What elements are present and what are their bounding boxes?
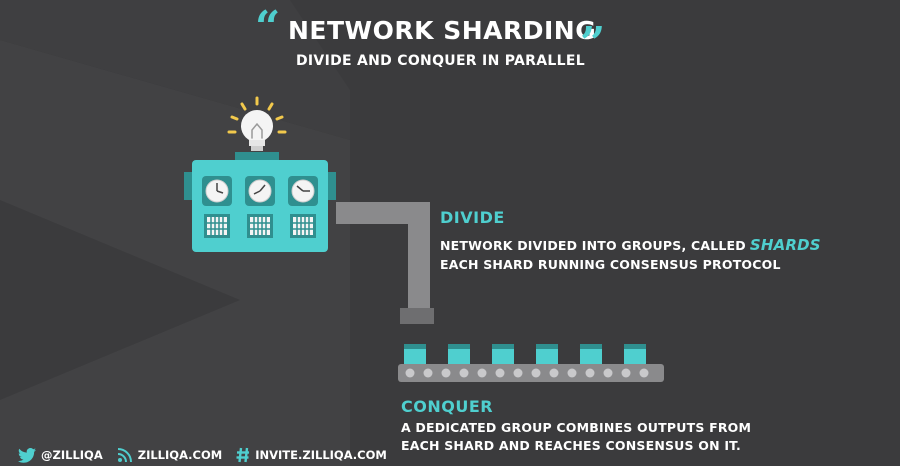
footer: @ZILLIQA ZILLIQA.COM INVITE.ZILLIQA.COM [18,447,387,463]
server-grid-icon [204,214,230,238]
clock-icon [202,176,232,206]
clock-icon [288,176,318,206]
footer-invite[interactable]: INVITE.ZILLIQA.COM [236,447,387,463]
hashtag-icon [236,447,250,463]
shard-conveyor-belt [398,344,664,382]
closing-quote-mark: ” [580,18,606,69]
rss-icon [117,448,132,463]
conquer-heading: CONQUER [401,397,494,416]
shard-box [536,344,558,364]
divide-line-2: EACH SHARD RUNNING CONSENSUS PROTOCOL [440,257,781,272]
shard-box [492,344,514,364]
invite-link: INVITE.ZILLIQA.COM [255,448,387,462]
server-grid-icon [290,214,316,238]
shard-box-row [404,344,646,364]
website-link: ZILLIQA.COM [137,448,223,462]
conquer-line-1: A DEDICATED GROUP COMBINES OUTPUTS FROM [401,420,752,435]
sharding-machine-illustration [184,96,434,324]
divide-line-1-text: NETWORK DIVIDED INTO GROUPS, CALLED [440,238,746,253]
conquer-line-2: EACH SHARD AND REACHES CONSENSUS ON IT. [401,438,741,453]
shard-box [404,344,426,364]
twitter-handle: @ZILLIQA [41,448,103,462]
lightbulb-icon [227,96,287,151]
shards-highlight: SHARDS [749,236,821,254]
footer-twitter[interactable]: @ZILLIQA [18,447,103,463]
clock-icon [245,176,275,206]
opening-quote-mark: “ [255,2,281,53]
shard-box [448,344,470,364]
shard-box [624,344,646,364]
twitter-icon [18,447,36,463]
footer-website[interactable]: ZILLIQA.COM [117,447,222,463]
pipe [336,202,434,324]
divide-heading: DIVIDE [440,208,505,227]
shard-box [580,344,602,364]
slide-subtitle: DIVIDE AND CONQUER IN PARALLEL [296,53,585,69]
slide-title: NETWORK SHARDING [288,16,597,45]
server-grid-icon [247,214,273,238]
